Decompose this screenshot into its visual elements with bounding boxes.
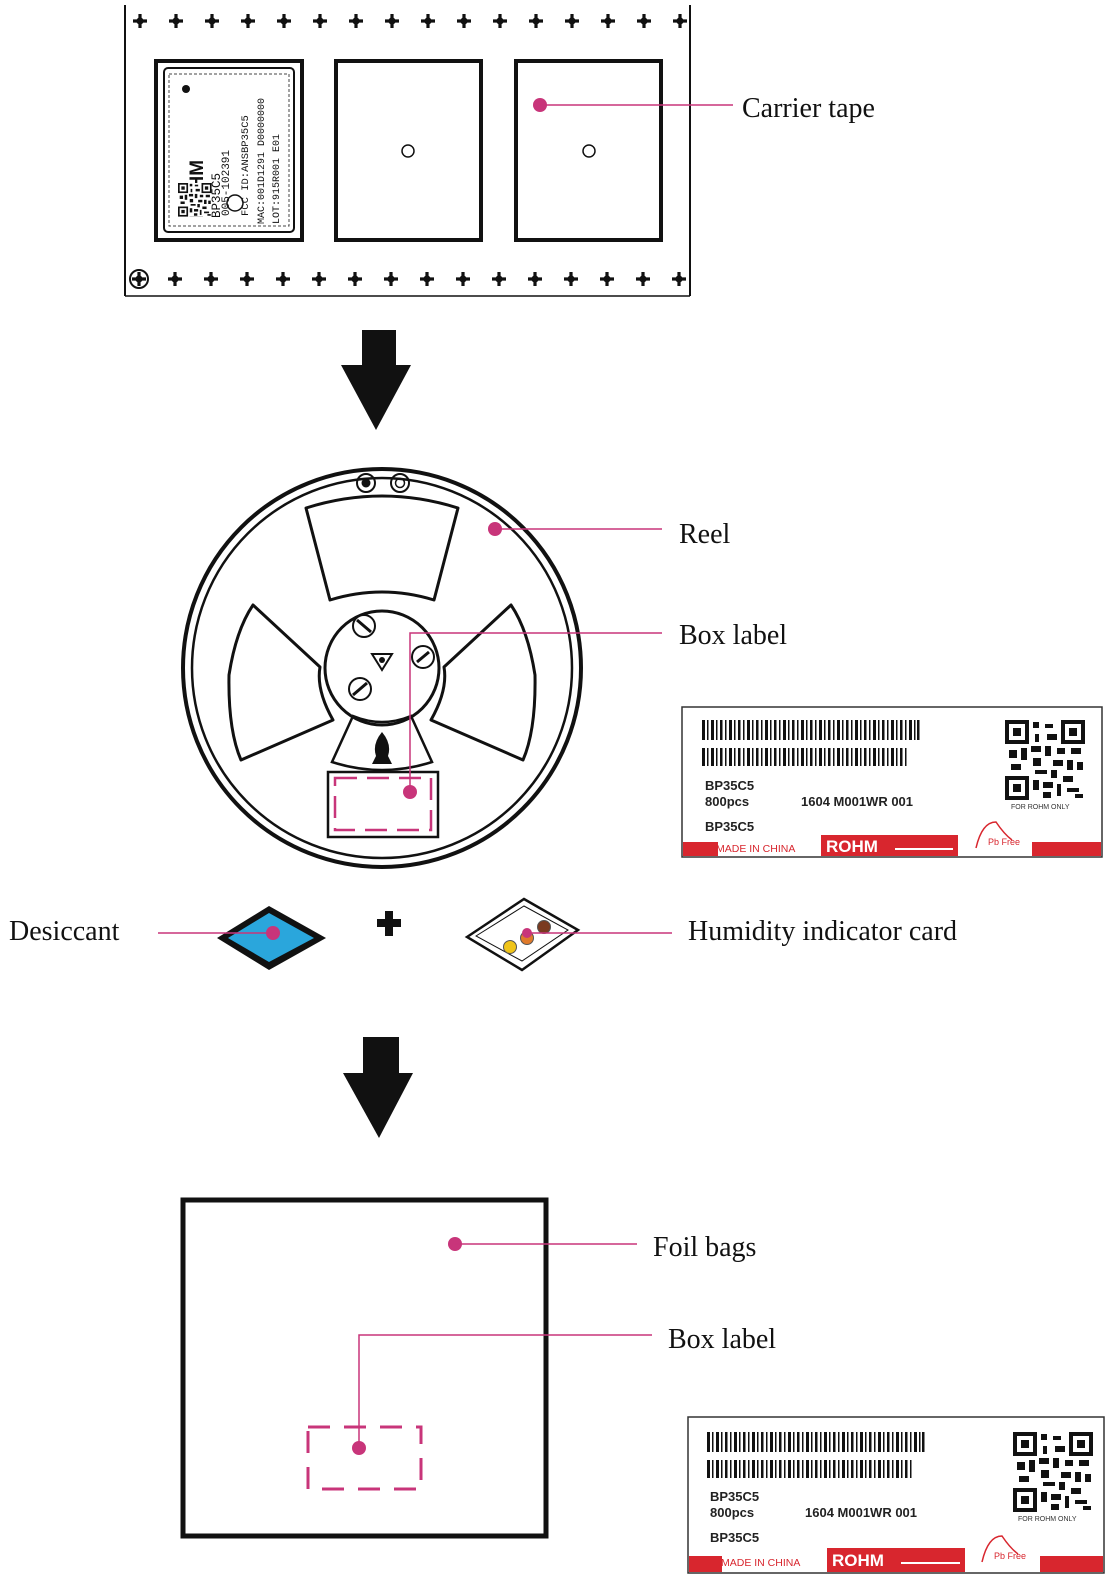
- barcode-icon: [702, 720, 920, 766]
- tape-pocket-empty-1: [334, 59, 483, 242]
- label-desiccant: Desiccant: [9, 916, 120, 947]
- box-label-for-rohm-only: FOR ROHM ONLY: [1018, 1516, 1077, 1523]
- reel-leader: [488, 522, 662, 536]
- box-label-pb-free: Pb Free: [988, 837, 1020, 847]
- down-arrow-icon: [341, 330, 411, 430]
- module-mac: MAC:001D1291 D0000000: [257, 98, 268, 224]
- box-label-bag: BP35C5 800pcs 1604 M001WR 001 BP35C5 FOR…: [687, 1416, 1105, 1574]
- box-label-code: 1604 M001WR 001: [805, 1505, 917, 1520]
- box-label-made-in: MADE IN CHINA: [721, 1557, 800, 1569]
- box-label-reel: BP35C5 800pcs 1604 M001WR 001 BP35C5 FOR…: [681, 706, 1103, 858]
- qr-code-icon: [1003, 718, 1087, 802]
- tape-pocket-with-module: ROHM BP35C5 005-102391 FCC ID:ANSBP35C5 …: [154, 59, 304, 242]
- module-qr-icon: [177, 182, 213, 218]
- box-label-quantity: 800pcs: [705, 794, 749, 809]
- foil-bag-leader: [448, 1237, 637, 1251]
- label-reel: Reel: [679, 519, 731, 550]
- carrier-tape-leader: [533, 98, 733, 112]
- box-label-product: BP35C5: [710, 1489, 759, 1504]
- humidity-card-leader: [522, 928, 672, 938]
- tape-pocket-empty-2: [514, 59, 663, 242]
- foil-bag: [180, 1197, 549, 1539]
- bag-box-label-leader: [352, 1334, 652, 1455]
- box-label-quantity: 800pcs: [710, 1505, 754, 1520]
- module-cert: 005-102391: [221, 150, 233, 216]
- box-label-made-in: MADE IN CHINA: [716, 843, 795, 855]
- pin1-dot: [182, 85, 190, 93]
- label-box-label-bag: Box label: [668, 1324, 776, 1355]
- label-carrier-tape: Carrier tape: [742, 93, 875, 124]
- module-fcc: FCC ID:ANSBP35C5: [240, 115, 252, 216]
- barcode-icon: [707, 1432, 925, 1478]
- reel: [181, 467, 583, 869]
- module-model: BP35C5: [210, 173, 224, 218]
- down-arrow-icon: [343, 1037, 413, 1138]
- box-label-product-repeat: BP35C5: [710, 1530, 759, 1545]
- box-label-brand: ROHM: [832, 1551, 884, 1570]
- desiccant-leader: [158, 926, 280, 940]
- pb-free-icon: Pb Free: [975, 821, 1020, 849]
- box-label-product: BP35C5: [705, 778, 754, 793]
- label-foil-bags: Foil bags: [653, 1232, 756, 1263]
- carrier-tape: ROHM BP35C5 005-102391 FCC ID:ANSBP35C5 …: [124, 5, 875, 297]
- box-label-brand: ROHM: [826, 837, 878, 856]
- module-lot: LOT:915R001 E01: [272, 134, 283, 224]
- plus-icon: [377, 911, 401, 936]
- label-humidity-card: Humidity indicator card: [688, 916, 957, 947]
- reel-box-label-leader: [403, 632, 662, 799]
- cert-mark-icon: [226, 194, 244, 212]
- box-label-pb-free: Pb Free: [994, 1551, 1026, 1561]
- qr-code-icon: [1011, 1430, 1095, 1514]
- box-label-for-rohm-only: FOR ROHM ONLY: [1011, 804, 1070, 811]
- box-label-code: 1604 M001WR 001: [801, 794, 913, 809]
- sprocket-holes-top: [133, 14, 687, 28]
- pb-free-icon: Pb Free: [981, 1535, 1026, 1563]
- box-label-product-repeat: BP35C5: [705, 819, 754, 834]
- sprocket-holes-bottom: [129, 269, 686, 289]
- label-box-label-reel: Box label: [679, 620, 787, 651]
